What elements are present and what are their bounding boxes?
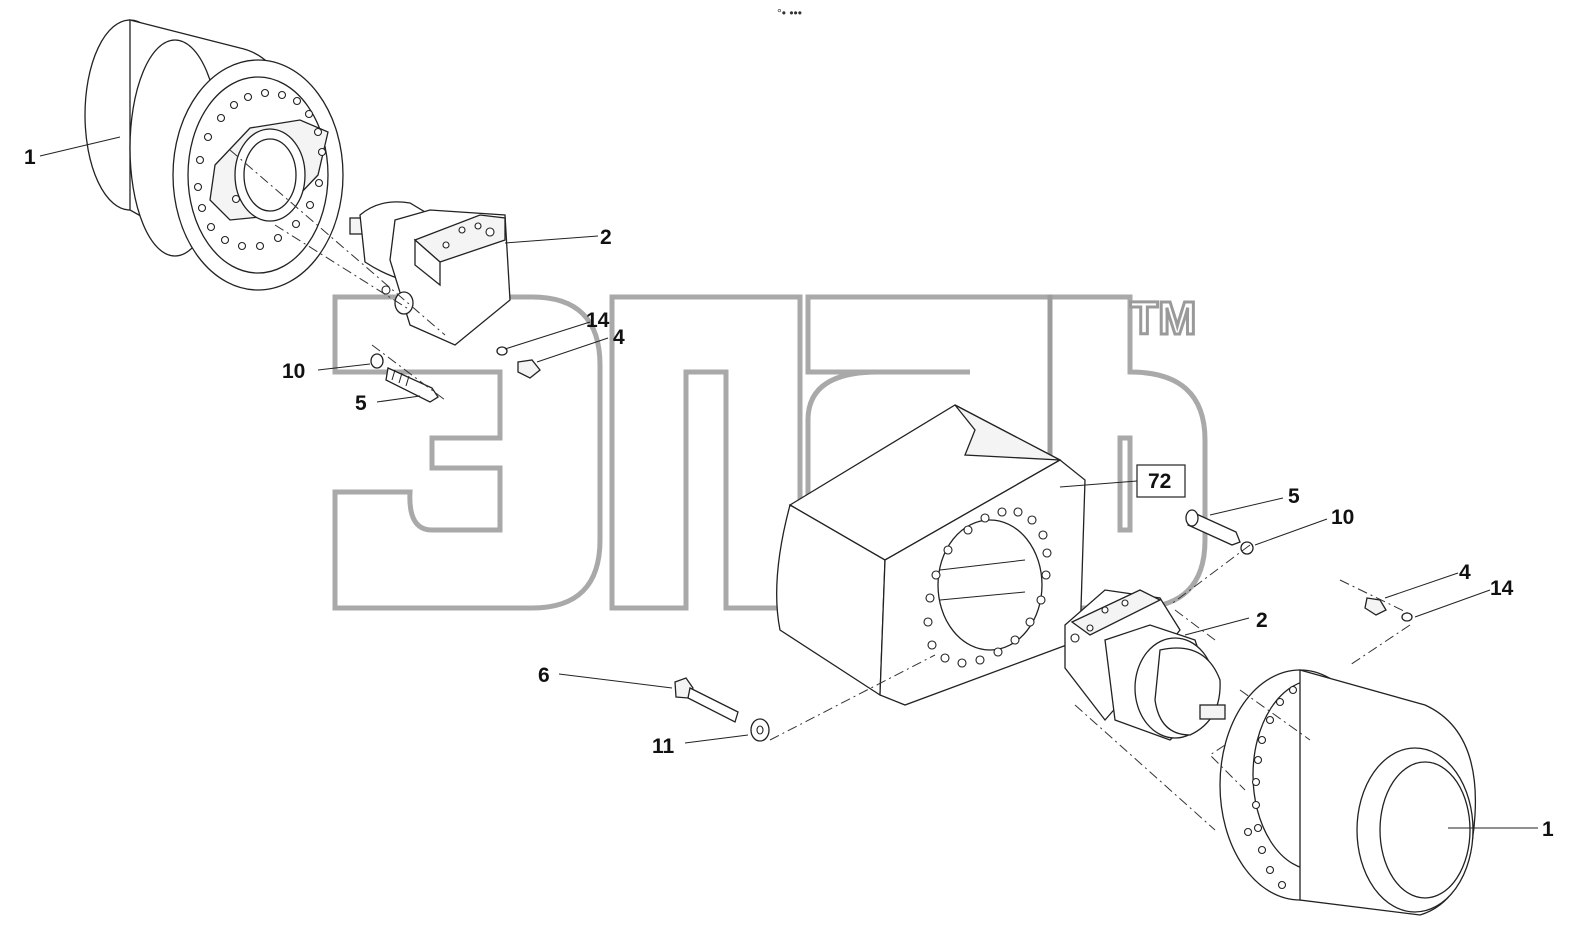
callout-1-right: 1 [1542, 818, 1554, 841]
callout-2-bottom: 2 [1256, 609, 1268, 632]
callout-10-right: 10 [1331, 506, 1354, 529]
callout-14-right: 14 [1490, 577, 1514, 600]
leader-lines [39, 136, 1538, 829]
callout-4-top: 4 [613, 326, 625, 349]
upper-fittings [370, 346, 541, 403]
lower-hub-bolt-holes [1243, 685, 1298, 890]
housing-bolt-holes [923, 507, 1052, 668]
callout-11: 11 [652, 735, 675, 758]
callout-14-top: 14 [586, 309, 610, 332]
callout-72: 72 [1148, 470, 1171, 493]
watermark-tm: TM [1130, 292, 1196, 344]
lower-hydraulic-motor [1064, 589, 1226, 741]
callout-labels: 1 2 14 4 10 5 72 5 10 4 14 2 6 11 1 [24, 146, 1554, 841]
right-fittings [1185, 509, 1413, 622]
lower-drive-hub [1219, 669, 1477, 916]
callout-6: 6 [538, 664, 550, 687]
callout-5-left: 5 [355, 392, 367, 415]
callout-2-top: 2 [600, 226, 612, 249]
callout-72-box [1136, 464, 1186, 498]
callout-4-right: 4 [1459, 561, 1471, 584]
callout-1-left: 1 [24, 146, 36, 169]
assembly-centerlines [229, 149, 1413, 831]
upper-hub-bolt-holes [193, 88, 327, 251]
callout-10-left: 10 [282, 360, 305, 383]
upper-hydraulic-motor [349, 201, 511, 346]
upper-drive-hub [84, 19, 344, 291]
bolt-and-washer [674, 677, 770, 742]
axle-housing [776, 404, 1086, 706]
callout-5-right: 5 [1288, 485, 1300, 508]
header-mark: °• ••• [777, 6, 802, 20]
